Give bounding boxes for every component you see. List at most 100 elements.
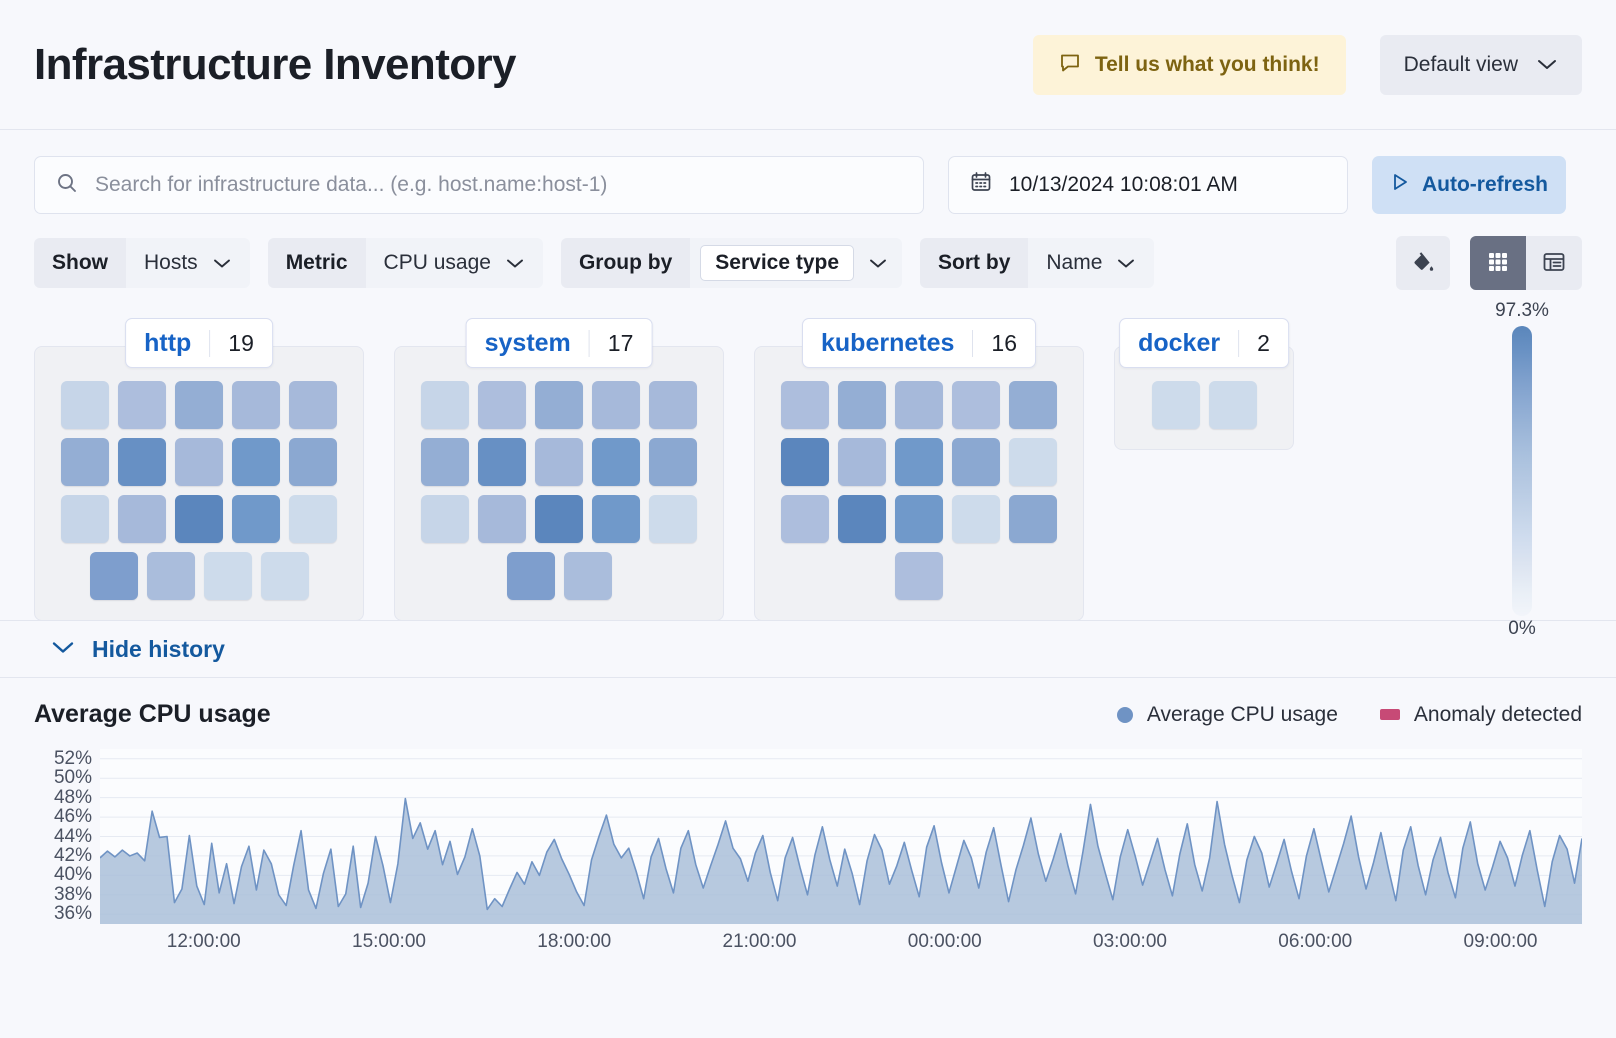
host-tile[interactable] bbox=[895, 438, 943, 486]
host-tile[interactable] bbox=[535, 495, 583, 543]
color-scale-min: 0% bbox=[1508, 618, 1536, 639]
host-tile[interactable] bbox=[289, 495, 337, 543]
group-name: http bbox=[144, 328, 192, 357]
host-tile[interactable] bbox=[421, 438, 469, 486]
date-picker[interactable]: 10/13/2024 10:08:01 AM bbox=[948, 156, 1348, 214]
host-tile[interactable] bbox=[535, 438, 583, 486]
host-tile[interactable] bbox=[146, 552, 195, 600]
host-tile[interactable] bbox=[175, 438, 223, 486]
host-tile[interactable] bbox=[838, 438, 886, 486]
legend-item-anomaly-detected[interactable]: Anomaly detected bbox=[1379, 703, 1582, 727]
feedback-button[interactable]: Tell us what you think! bbox=[1032, 34, 1346, 95]
filter-group-by-select[interactable]: Service type bbox=[690, 238, 903, 288]
auto-refresh-button[interactable]: Auto-refresh bbox=[1372, 156, 1566, 214]
filter-toolbar: Show Hosts Metric CPU usage Group by Ser… bbox=[0, 214, 1616, 290]
host-tile[interactable] bbox=[838, 381, 886, 429]
host-tile[interactable] bbox=[1009, 438, 1057, 486]
host-tile[interactable] bbox=[952, 495, 1000, 543]
hide-history-toggle[interactable]: Hide history bbox=[0, 620, 1616, 678]
host-tile[interactable] bbox=[781, 381, 829, 429]
host-tile[interactable] bbox=[260, 552, 309, 600]
host-tile[interactable] bbox=[506, 552, 555, 600]
host-tile[interactable] bbox=[232, 381, 280, 429]
tile-row bbox=[506, 552, 612, 600]
tile-row bbox=[1151, 381, 1257, 429]
group-name: system bbox=[484, 328, 571, 357]
host-tile[interactable] bbox=[535, 381, 583, 429]
host-tile[interactable] bbox=[592, 495, 640, 543]
host-tile[interactable] bbox=[1009, 495, 1057, 543]
host-tile[interactable] bbox=[781, 438, 829, 486]
chart-canvas bbox=[100, 749, 1582, 924]
host-tile[interactable] bbox=[175, 381, 223, 429]
chart-title: Average CPU usage bbox=[34, 700, 271, 728]
filter-metric-select[interactable]: CPU usage bbox=[365, 238, 543, 288]
chart-area-fill bbox=[100, 798, 1582, 924]
tile-row bbox=[61, 381, 337, 429]
host-tile[interactable] bbox=[289, 381, 337, 429]
x-axis-tick: 06:00:00 bbox=[1278, 931, 1353, 952]
host-tile[interactable] bbox=[952, 381, 1000, 429]
chart-legend: Average CPU usage Anomaly detected bbox=[1116, 703, 1582, 727]
grid-view-button[interactable] bbox=[1470, 236, 1526, 290]
host-tile[interactable] bbox=[118, 438, 166, 486]
host-tile[interactable] bbox=[649, 495, 697, 543]
host-tile[interactable] bbox=[895, 381, 943, 429]
table-view-icon bbox=[1541, 249, 1567, 278]
host-tile[interactable] bbox=[838, 495, 886, 543]
host-tile[interactable] bbox=[421, 381, 469, 429]
host-tile[interactable] bbox=[649, 438, 697, 486]
host-tile[interactable] bbox=[1009, 381, 1057, 429]
host-tile[interactable] bbox=[118, 381, 166, 429]
host-tile[interactable] bbox=[592, 438, 640, 486]
chart-svg bbox=[100, 749, 1582, 924]
host-tile[interactable] bbox=[421, 495, 469, 543]
host-tile[interactable] bbox=[89, 552, 138, 600]
filter-show-select[interactable]: Hosts bbox=[126, 238, 250, 288]
host-tile[interactable] bbox=[781, 495, 829, 543]
host-tile[interactable] bbox=[61, 495, 109, 543]
host-tile[interactable] bbox=[478, 438, 526, 486]
tile-row bbox=[781, 495, 1057, 543]
host-tile[interactable] bbox=[61, 438, 109, 486]
host-tile[interactable] bbox=[1151, 381, 1200, 429]
chevron-down-icon bbox=[505, 251, 525, 275]
host-tile[interactable] bbox=[118, 495, 166, 543]
host-tile[interactable] bbox=[232, 495, 280, 543]
filter-metric-value: CPU usage bbox=[383, 251, 491, 274]
host-tile[interactable] bbox=[1208, 381, 1257, 429]
filter-sort-by-select[interactable]: Name bbox=[1028, 238, 1155, 288]
default-view-button[interactable]: Default view bbox=[1379, 34, 1582, 95]
host-tile[interactable] bbox=[175, 495, 223, 543]
host-tile[interactable] bbox=[895, 495, 943, 543]
play-icon bbox=[1390, 171, 1410, 199]
y-axis-tick: 36% bbox=[53, 903, 92, 925]
host-tile[interactable] bbox=[563, 552, 612, 600]
host-tile[interactable] bbox=[61, 381, 109, 429]
chevron-down-icon bbox=[50, 639, 76, 660]
y-axis-tick: 50% bbox=[53, 767, 92, 789]
host-tile[interactable] bbox=[649, 381, 697, 429]
host-tile[interactable] bbox=[478, 381, 526, 429]
host-tile[interactable] bbox=[289, 438, 337, 486]
host-tile[interactable] bbox=[478, 495, 526, 543]
history-chart-panel: Average CPU usage Average CPU usage Anom… bbox=[0, 678, 1616, 959]
table-view-button[interactable] bbox=[1526, 236, 1582, 290]
paint-bucket-icon-button[interactable] bbox=[1396, 236, 1450, 290]
legend-item-average-cpu-usage[interactable]: Average CPU usage bbox=[1116, 703, 1338, 727]
search-input[interactable]: Search for infrastructure data... (e.g. … bbox=[34, 156, 924, 214]
host-tile[interactable] bbox=[895, 552, 943, 600]
host-tile[interactable] bbox=[952, 438, 1000, 486]
host-tile[interactable] bbox=[592, 381, 640, 429]
host-tile[interactable] bbox=[232, 438, 280, 486]
host-tile[interactable] bbox=[203, 552, 252, 600]
tile-row bbox=[895, 552, 943, 600]
color-scale-legend: 97.3% 0% bbox=[1482, 300, 1562, 640]
filter-sort-by-label: Sort by bbox=[920, 238, 1029, 288]
page-header: Infrastructure Inventory Tell us what yo… bbox=[0, 0, 1616, 130]
